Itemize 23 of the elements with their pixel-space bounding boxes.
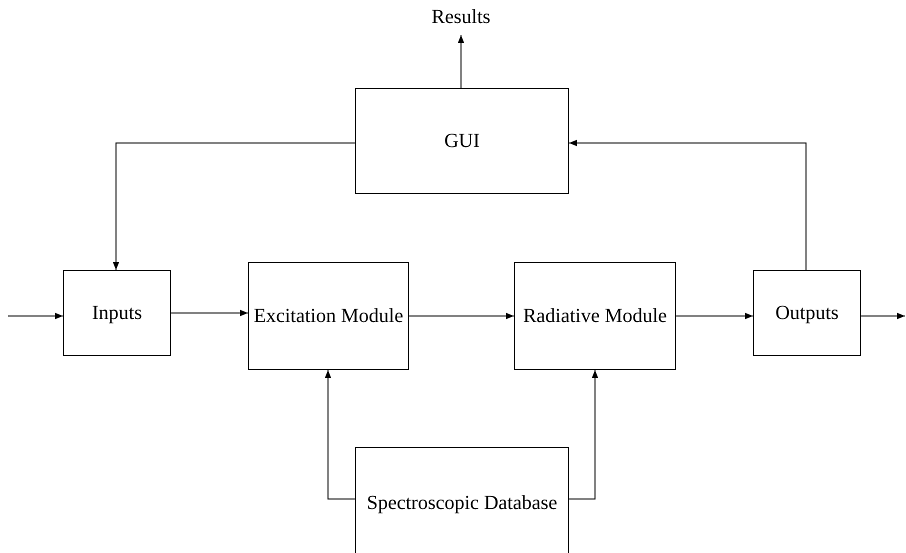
node-label: GUI bbox=[444, 129, 480, 154]
arrow bbox=[860, 312, 906, 320]
arrow bbox=[458, 34, 464, 88]
process-box bbox=[63, 270, 171, 356]
arrow bbox=[324, 370, 356, 500]
node-label: Outputs bbox=[775, 301, 839, 326]
output-label: Results bbox=[432, 5, 490, 30]
node-label: Spectroscopic Database bbox=[366, 491, 558, 516]
gui-box bbox=[355, 88, 569, 194]
process-box bbox=[753, 270, 861, 356]
node-label: Excitation Module bbox=[254, 304, 404, 329]
arrow bbox=[568, 140, 806, 270]
arrow bbox=[676, 312, 754, 320]
database-box bbox=[355, 447, 569, 553]
arrow bbox=[112, 142, 356, 270]
node-label: Inputs bbox=[92, 301, 142, 326]
node-label: Radiative Module bbox=[523, 304, 667, 329]
arrow bbox=[8, 312, 64, 320]
process-box bbox=[514, 262, 676, 370]
arrow bbox=[170, 310, 248, 316]
arrow bbox=[568, 370, 598, 500]
process-box bbox=[248, 262, 409, 370]
arrow bbox=[408, 312, 514, 320]
